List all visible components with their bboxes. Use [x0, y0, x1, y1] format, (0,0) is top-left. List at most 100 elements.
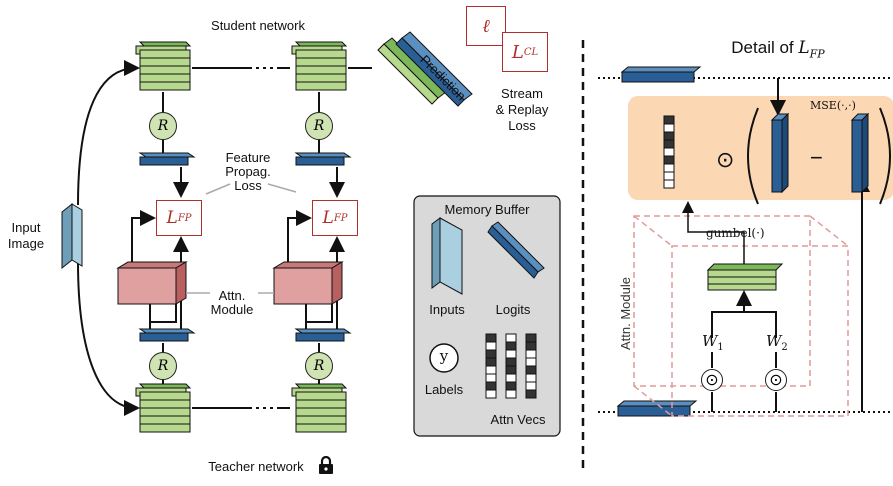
- lfp-letter: L: [322, 208, 334, 228]
- gumbel-mask-cell: [663, 163, 675, 173]
- mse-label: MSE(·,·): [810, 99, 856, 112]
- input-to-teacher-curve: [77, 261, 140, 416]
- teacher-layer-2: [291, 383, 348, 433]
- attn-module-box-2: [272, 261, 344, 305]
- w2-sub: 2: [781, 342, 788, 353]
- r-operator-teacher-1: R: [149, 352, 177, 380]
- lock-icon: [318, 455, 334, 474]
- left-paren: [747, 107, 759, 205]
- attn-vec-1-cell: [485, 373, 497, 383]
- teacher-network-label: Teacher network: [208, 459, 304, 474]
- input-image-label-line1: Input: [11, 220, 41, 235]
- feature-loss-label-line1: Feature: [225, 150, 271, 165]
- buffer-inputs-label: Inputs: [429, 302, 465, 317]
- stream-loss-label-line2: & Replay: [495, 102, 549, 117]
- detail-title-prefix: Detail of: [731, 38, 799, 57]
- w2-letter: W: [766, 332, 782, 350]
- attn-vec-2-cell: [505, 357, 517, 367]
- attn-green-layer: [706, 263, 784, 291]
- lfp-sub: FP: [177, 212, 192, 224]
- attn-vec-2-cell: [505, 373, 517, 383]
- attn-vec-2-cell: [505, 389, 517, 399]
- teacher-feature-bar-2: [294, 328, 352, 342]
- attn-module-label-line1: Attn.: [218, 288, 246, 303]
- gumbel-mask-vector: [663, 115, 675, 189]
- gumbel-mask-cell: [663, 115, 675, 125]
- student-feature-bar-1: [138, 152, 196, 166]
- prediction-blue-slab: [395, 31, 473, 107]
- attn-vectors-group: [485, 333, 537, 399]
- attn-module-vertical-label: Attn. Module: [618, 277, 633, 350]
- mse-vector-2: [850, 112, 870, 194]
- memory-buffer-title: Memory Buffer: [444, 202, 530, 217]
- r-operator-teacher-2: R: [305, 352, 333, 380]
- label-symbol: y: [439, 347, 449, 365]
- buffer-labels-label: Labels: [424, 382, 464, 397]
- stream-loss-label-line3: Loss: [508, 118, 536, 133]
- attn-vec-3-cell: [525, 365, 537, 375]
- attn-vec-3-cell: [525, 389, 537, 399]
- mse-vector-1: [770, 112, 790, 194]
- input-image-label-line2: Image: [7, 236, 45, 251]
- stream-loss-label-line1: Stream: [501, 86, 543, 101]
- gumbel-mask-cell: [663, 131, 675, 141]
- gumbel-mask-cell: [663, 171, 675, 181]
- attn-vec-1-cell: [485, 381, 497, 391]
- detail-top-bar: [620, 66, 702, 83]
- attn-vec-1-cell: [485, 333, 497, 343]
- w1-sub: 1: [717, 342, 724, 353]
- student-feature-bar-2: [294, 152, 352, 166]
- gumbel-label: gumbel(·): [706, 226, 765, 240]
- r-operator-student-2: R: [305, 112, 333, 140]
- buffer-attn-vecs-label: Attn Vecs: [490, 412, 546, 427]
- detail-title-l: L: [798, 38, 810, 58]
- buffer-inputs-slab: [431, 217, 463, 295]
- gumbel-mask-cell: [663, 123, 675, 133]
- gumbel-mask-cell: [663, 179, 675, 189]
- attn-vec-1-cell: [485, 389, 497, 399]
- input-to-student-curve: [77, 60, 140, 206]
- teacher-feature-bar-1: [138, 328, 196, 342]
- feature-loss-label-line2: Propag.: [225, 164, 271, 179]
- attn-vec-1-cell: [485, 341, 497, 351]
- ell-loss-box: ℓ: [466, 6, 506, 46]
- attn-vec-3-cell: [525, 333, 537, 343]
- w1-label: W1: [702, 334, 724, 355]
- attn-vec-2-cell: [505, 341, 517, 351]
- minus-operator: −: [810, 145, 823, 170]
- attn-module-dashed-box: [633, 215, 849, 417]
- feature-loss-label-line3: Loss: [234, 178, 262, 193]
- attn-vec-1-cell: [485, 365, 497, 375]
- odot-w2: ⊙: [765, 369, 787, 391]
- attn-vec-3-cell: [525, 381, 537, 391]
- attn-vec-1-cell: [485, 349, 497, 359]
- attn-vec-1-cell: [485, 357, 497, 367]
- lfp-sub: FP: [333, 212, 348, 224]
- gumbel-mask-cell: [663, 147, 675, 157]
- gumbel-mask-cell: [663, 155, 675, 165]
- label-circle: [429, 343, 459, 373]
- input-image-slab: [61, 202, 83, 270]
- hadamard-operator: ⊙: [716, 147, 735, 172]
- buffer-logits-slab: [487, 221, 545, 279]
- r-operator-student-1: R: [149, 112, 177, 140]
- student-layer-2: [291, 41, 348, 91]
- attn-module-label-line2: Module: [210, 302, 254, 317]
- attn-vec-2-cell: [505, 365, 517, 375]
- lcl-letter: L: [511, 41, 524, 63]
- mse-orange-panel: [628, 96, 893, 200]
- teacher-layer-1: [135, 383, 192, 433]
- gumbel-mask-cell: [663, 139, 675, 149]
- detail-title: Detail of LFP: [731, 38, 824, 64]
- attn-module-box-1: [116, 261, 188, 305]
- odot-w1: ⊙: [701, 369, 723, 391]
- w1-letter: W: [702, 332, 718, 350]
- right-paren: [879, 107, 891, 205]
- attn-vec-3-cell: [525, 341, 537, 351]
- attn-vec-3-cell: [525, 349, 537, 359]
